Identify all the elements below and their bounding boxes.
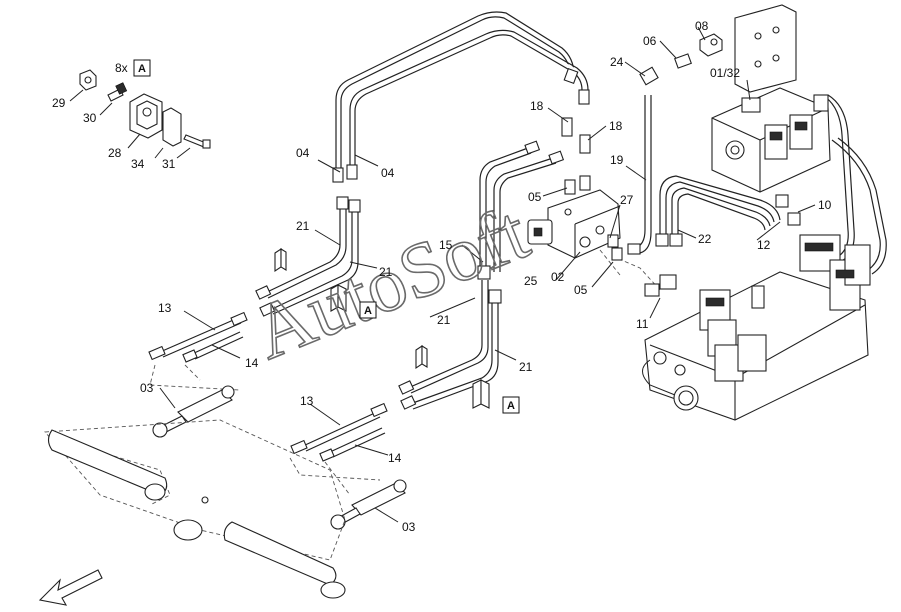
callout-19: 19 xyxy=(610,153,624,167)
callout-10: 10 xyxy=(818,198,832,212)
ref-box-a-2-label: A xyxy=(364,305,372,317)
axle-frame xyxy=(44,419,346,599)
watermark: AutoSoft xyxy=(242,188,540,376)
hose-21-lower xyxy=(398,265,502,410)
callout-8x: 8x xyxy=(115,61,128,75)
pressure-gauge xyxy=(642,359,699,411)
callout-28: 28 xyxy=(108,146,122,160)
callout-05a: 05 xyxy=(528,190,542,204)
hose-clamp-4 xyxy=(472,379,490,409)
direction-arrow xyxy=(38,569,103,606)
ref-box-a-3-label: A xyxy=(507,400,515,412)
callout-18a: 18 xyxy=(530,99,544,113)
hose-22-12 xyxy=(655,175,801,247)
hose-clamp-3 xyxy=(415,344,428,370)
hose-04-outer xyxy=(335,11,575,175)
hose-clamp-1 xyxy=(274,247,287,273)
bolt-part-30 xyxy=(107,82,128,102)
valve-manifold-lower xyxy=(644,234,871,421)
callout-08: 08 xyxy=(695,19,709,33)
hose-13-upper xyxy=(148,311,248,361)
callout-21c: 21 xyxy=(437,313,451,327)
callout-13b: 13 xyxy=(300,394,314,408)
hose-21-upper xyxy=(255,196,361,317)
callout-14b: 14 xyxy=(388,451,402,465)
callout-0132: 01/32 xyxy=(710,66,740,80)
callout-21b: 21 xyxy=(379,265,393,279)
valve-manifold-upper xyxy=(711,87,831,193)
callout-21d: 21 xyxy=(519,360,533,374)
callout-05b: 05 xyxy=(574,283,588,297)
callout-04a: 04 xyxy=(296,146,310,160)
hose-15 xyxy=(479,140,565,272)
callout-14a: 14 xyxy=(245,356,259,370)
hose-clamp-2 xyxy=(330,284,347,312)
callout-22: 22 xyxy=(698,232,712,246)
ref-box-a-3: A xyxy=(502,396,520,414)
callout-12: 12 xyxy=(757,238,771,252)
callout-06: 06 xyxy=(643,34,657,48)
hose-04-inner xyxy=(349,29,589,170)
callout-18b: 18 xyxy=(609,119,623,133)
fastener-group xyxy=(69,69,211,159)
leader-lines xyxy=(159,26,816,523)
callout-03a: 03 xyxy=(140,381,154,395)
callout-29: 29 xyxy=(52,96,66,110)
bolt-part-31 xyxy=(183,134,211,149)
hose-13-lower xyxy=(290,402,388,455)
callout-25: 25 xyxy=(524,274,538,288)
cylinder-03-upper xyxy=(152,385,235,438)
callout-15: 15 xyxy=(439,238,453,252)
fittings-18-05 xyxy=(561,117,623,261)
clamp-plate-34 xyxy=(162,107,182,147)
callout-24: 24 xyxy=(610,55,624,69)
hose-14-lower xyxy=(319,427,386,462)
cylinder-03-lower xyxy=(330,479,407,530)
hose-14-upper xyxy=(182,331,244,363)
hose-19 xyxy=(627,66,659,255)
mounting-plate-top xyxy=(734,4,797,93)
callout-21a: 21 xyxy=(296,219,310,233)
clamp-block-28 xyxy=(129,93,163,139)
callout-labels: 29 30 28 34 31 8x 04 04 21 21 21 21 13 1… xyxy=(52,19,832,534)
callout-31: 31 xyxy=(162,157,176,171)
ref-box-a-1: A xyxy=(133,59,151,77)
valve-block-02 xyxy=(527,189,621,259)
ref-box-a-1-label: A xyxy=(138,63,146,75)
callout-02: 02 xyxy=(551,270,565,284)
callout-04b: 04 xyxy=(381,166,395,180)
callout-27: 27 xyxy=(620,193,634,207)
callout-03b: 03 xyxy=(402,520,416,534)
callout-34: 34 xyxy=(131,157,145,171)
callout-11: 11 xyxy=(636,317,649,331)
callout-30: 30 xyxy=(83,111,97,125)
ref-box-a-2: A xyxy=(359,301,377,319)
clip-part-29 xyxy=(79,69,97,91)
fittings-06-08 xyxy=(674,33,723,69)
hose-fittings-04 xyxy=(332,67,590,183)
callout-13a: 13 xyxy=(158,301,172,315)
